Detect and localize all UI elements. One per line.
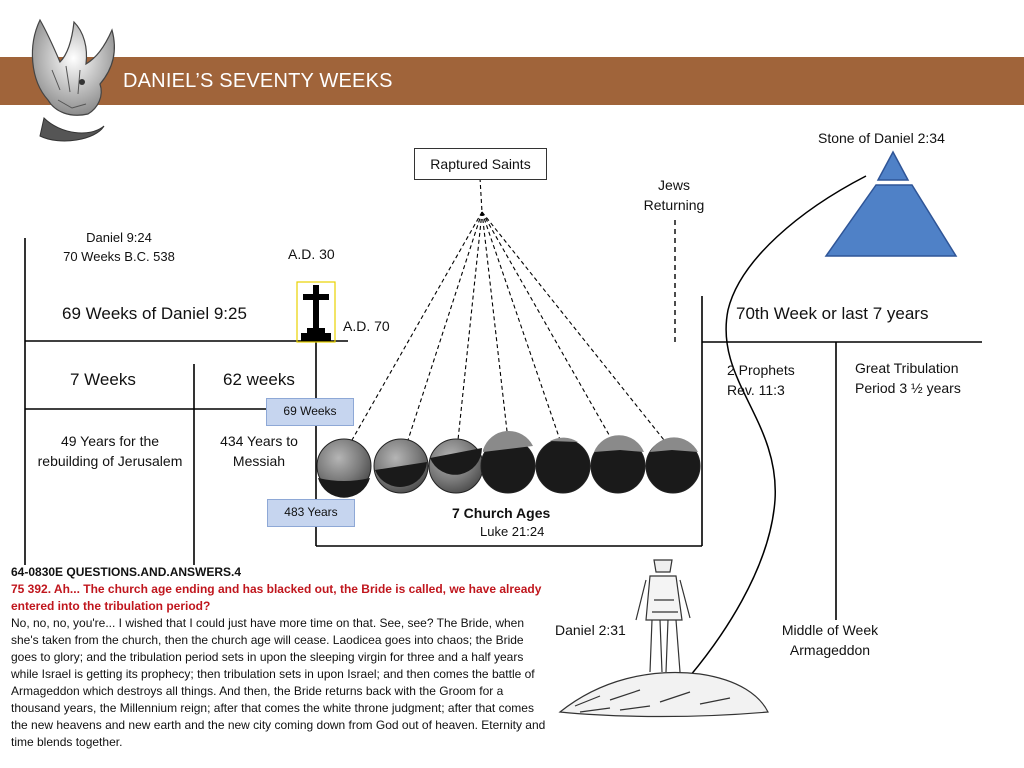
moon-icon xyxy=(316,438,372,498)
timeline-lines xyxy=(24,238,982,620)
label-jews-returning: Jews Returning xyxy=(643,177,705,213)
label-great-tribulation: Great Tribulation Period 3 ½ years xyxy=(855,360,961,396)
label-daniel-924: Daniel 9:24 70 Weeks B.C. 538 xyxy=(63,230,175,264)
label-stone: Stone of Daniel 2:34 xyxy=(818,130,945,146)
sermon-quote: 64-0830E QUESTIONS.AND.ANSWERS.4 75 392.… xyxy=(11,564,546,751)
label-49-years: 49 Years for the rebuilding of Jerusalem xyxy=(37,433,183,469)
page-title: DANIEL’S SEVENTY WEEKS xyxy=(123,70,393,92)
rapture-lines xyxy=(351,177,665,441)
label-church-ages: 7 Church Ages xyxy=(452,505,551,521)
label-7-weeks: 7 Weeks xyxy=(70,370,136,389)
moon-icon xyxy=(535,437,591,494)
stone-pyramid-icon xyxy=(824,150,958,257)
moon-icon xyxy=(590,435,646,494)
moon-icon xyxy=(428,438,484,494)
label-62-weeks: 62 weeks xyxy=(223,370,295,389)
stone-path-curve xyxy=(689,175,867,677)
label-ad70: A.D. 70 xyxy=(343,318,390,334)
label-two-prophets: 2 Prophets Rev. 11:3 xyxy=(727,362,795,398)
box-483-years: 483 Years xyxy=(267,499,355,527)
quote-reference: 64-0830E QUESTIONS.AND.ANSWERS.4 xyxy=(11,565,242,579)
header-banner xyxy=(0,57,1024,105)
label-middle-week: Middle of Week Armageddon xyxy=(781,622,879,658)
label-434-years: 434 Years to Messiah xyxy=(220,433,298,469)
label-69-weeks: 69 Weeks of Daniel 9:25 xyxy=(62,304,247,323)
quote-answer: No, no, no, you're... I wished that I co… xyxy=(11,616,546,749)
label-70th-week: 70th Week or last 7 years xyxy=(736,304,929,323)
label-daniel-231: Daniel 2:31 xyxy=(555,622,626,638)
moon-icon xyxy=(645,437,701,494)
moon-icon xyxy=(480,430,536,494)
box-69-weeks: 69 Weeks xyxy=(266,398,354,426)
church-age-moons xyxy=(316,430,701,498)
quote-question: 75 392. Ah... The church age ending and … xyxy=(11,582,542,613)
eagle-icon xyxy=(31,18,115,142)
raptured-saints-box: Raptured Saints xyxy=(414,148,547,180)
label-ad30: A.D. 30 xyxy=(288,246,335,262)
statue-figure-icon xyxy=(558,559,769,718)
moon-icon xyxy=(373,438,429,494)
label-luke: Luke 21:24 xyxy=(480,524,545,539)
cross-icon xyxy=(296,281,336,343)
